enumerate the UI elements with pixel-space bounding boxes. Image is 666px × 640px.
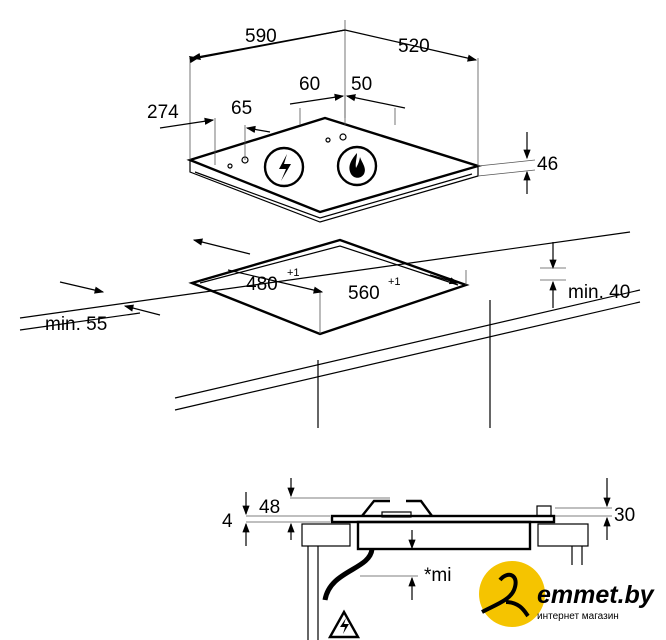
dim-cutout-width: 480	[246, 274, 278, 295]
section-drawing	[242, 478, 612, 640]
dim-min-front: min. 55	[45, 314, 107, 335]
dim-left-offset: 274	[147, 102, 179, 123]
emmet-logo: emmet.by интернет магазин	[479, 561, 655, 627]
dim-height: 46	[537, 154, 558, 175]
dim-width: 590	[245, 26, 277, 47]
dim-cutout-depth-tolerance: +1	[388, 276, 401, 288]
dim-section-top: 48	[259, 497, 280, 518]
dim-knob-offset: 65	[231, 98, 252, 119]
logo-tagline: интернет магазин	[537, 611, 619, 622]
dim-section-side: 4	[222, 511, 233, 532]
dim-min-back: min. 40	[568, 282, 630, 303]
dim-depth: 520	[398, 36, 430, 57]
dim-min-clearance: *mi	[424, 565, 451, 586]
countertop-drawing	[19, 231, 641, 428]
electric-zone-icon	[263, 146, 305, 188]
hob-drawing	[186, 116, 483, 223]
logo-brand: emmet.by	[537, 581, 655, 609]
dim-cutout-width-tolerance: +1	[287, 267, 300, 279]
dim-cutout-depth: 560	[348, 283, 380, 304]
electric-warning-icon	[327, 609, 361, 639]
gas-burner-icon	[336, 145, 378, 187]
dim-burner-left: 60	[299, 74, 320, 95]
dim-section-right: 30	[614, 505, 635, 526]
hob-dimension-lines	[159, 20, 536, 194]
dim-burner-right: 50	[351, 74, 372, 95]
